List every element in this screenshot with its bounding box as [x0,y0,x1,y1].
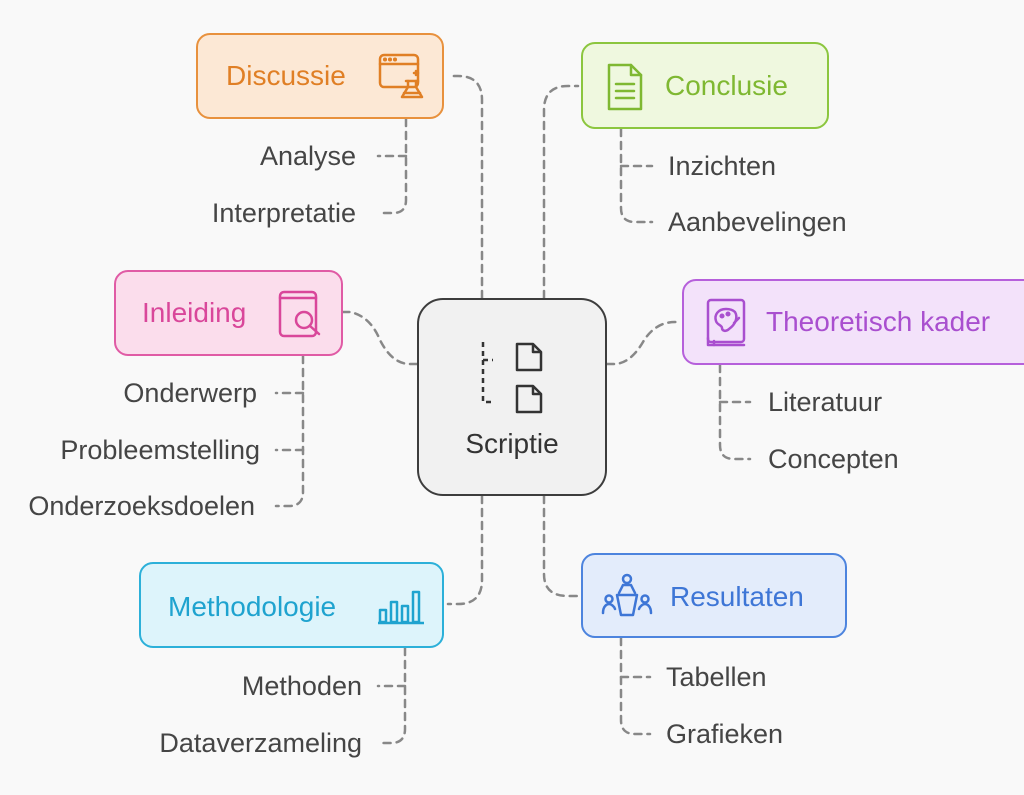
branch-label-methodologie: Methodologie [168,591,337,622]
sub-aanbevelingen: Aanbevelingen [668,207,847,237]
branch-label-inleiding: Inleiding [142,297,247,328]
branch-node-inleiding[interactable]: Inleiding [114,270,343,356]
branch-node-resultaten[interactable]: Resultaten [581,553,847,638]
branch-label-conclusie: Conclusie [665,70,788,101]
sub-probleemstelling: Probleemstelling [60,435,260,465]
bar-chart-icon [378,590,424,625]
book-palette-icon [706,298,746,347]
branch-label-theoretisch-kader: Theoretisch kader [766,306,991,337]
document-lines-icon [607,63,643,111]
branch-label-resultaten: Resultaten [670,581,804,612]
sub-dataverzameling: Dataverzameling [159,728,362,758]
documents-icon [481,342,543,414]
sub-onderwerp: Onderwerp [123,378,257,408]
connector-resultaten [542,494,580,598]
connector-conclusie [542,84,580,300]
sub-literatuur: Literatuur [768,387,883,417]
branch-node-conclusie[interactable]: Conclusie [581,42,829,129]
sub-concepten: Concepten [768,444,899,474]
browser-flask-icon [378,53,424,99]
branch-node-theoretisch-kader[interactable]: Theoretisch kader [682,279,1024,365]
sub-methoden: Methoden [241,671,362,701]
sub-inzichten: Inzichten [668,151,777,181]
connector-inleiding [340,310,419,366]
center-node-scriptie[interactable]: Scriptie [417,298,607,496]
branch-node-discussie[interactable]: Discussie [196,33,444,119]
connector-theoretisch [605,320,682,366]
sub-onderzoeksdoelen: Onderzoeksdoelen [28,491,255,521]
connector-discussie [446,74,484,300]
book-search-icon [278,290,321,338]
presenter-group-icon [601,573,653,617]
branch-label-discussie: Discussie [226,60,346,91]
center-label: Scriptie [465,428,559,459]
sub-tabellen: Tabellen [666,662,767,692]
sub-grafieken: Grafieken [666,719,784,749]
connector-methodologie [446,494,484,606]
sub-analyse: Analyse [259,141,356,171]
sub-interpretatie: Interpretatie [211,198,356,228]
branch-node-methodologie[interactable]: Methodologie [139,562,444,648]
